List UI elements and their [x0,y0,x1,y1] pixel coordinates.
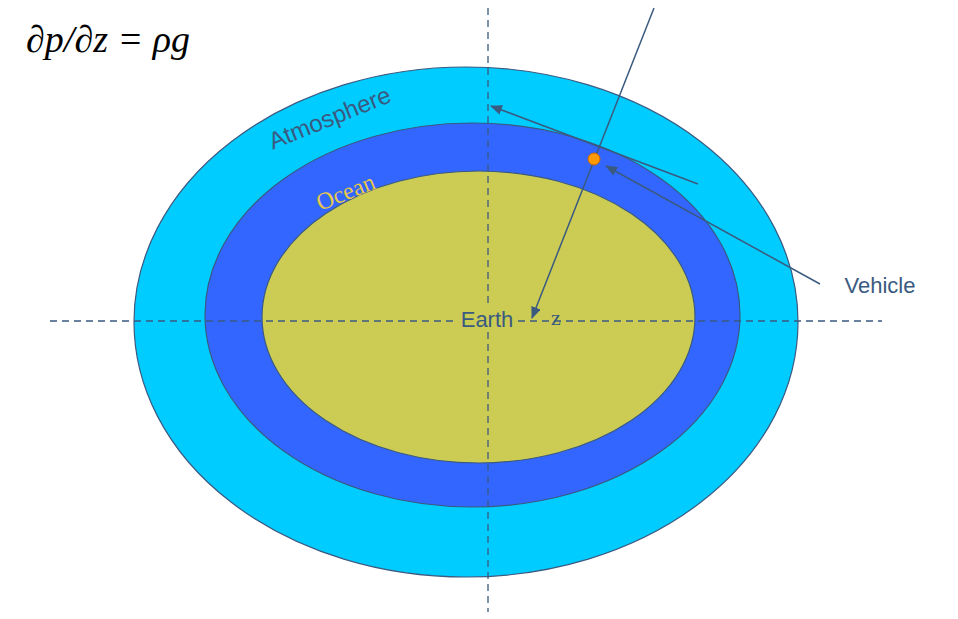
band-label: Earth [458,308,517,332]
leader-arrow [606,166,820,284]
ocean-band: OceanEarth [204,122,741,508]
vehicle-label: Vehicle [845,274,916,298]
tangent-arrow [491,106,698,184]
horizontal-axis [50,320,882,321]
hydrostatic-formula: ∂p/∂z = ρg [26,19,190,61]
vertical-axis [487,8,488,612]
vehicle-dot [588,153,600,165]
axis-label: z [551,306,561,330]
z-axis-arrow [532,8,654,318]
atmosphere-band: AtmosphereOceanEarth [133,66,799,578]
